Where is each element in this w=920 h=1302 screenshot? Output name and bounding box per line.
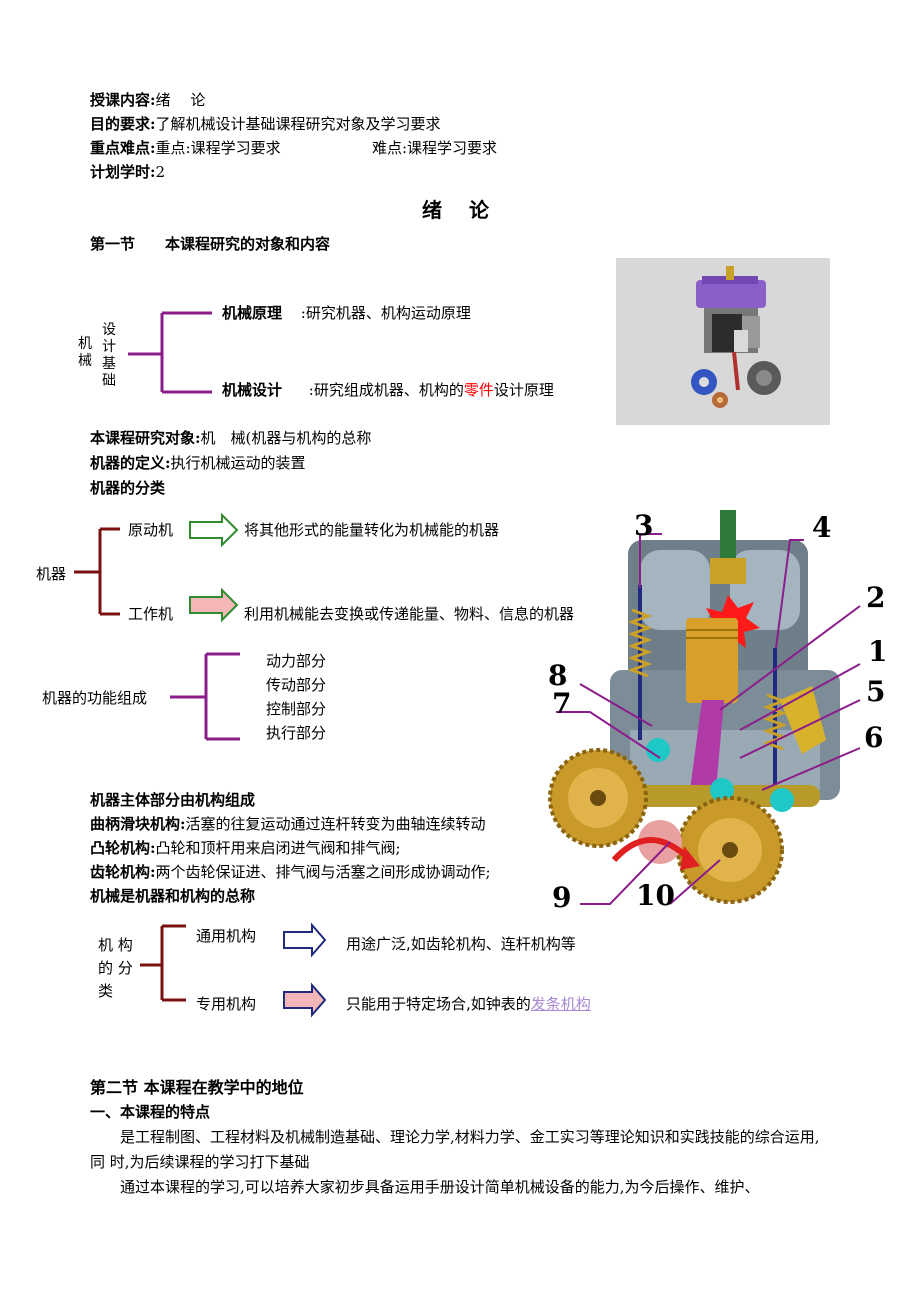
mech-crank-line: 曲柄滑块机构:活塞的往复运动通过连杆转变为曲轴连续转动 [90, 814, 486, 834]
object-label: 本课程研究对象: [90, 429, 201, 447]
machine-def-value: 执行机械运动的装置 [170, 454, 306, 472]
branch2-text-a: :研究组成机器、机构的 [308, 381, 464, 399]
machine-tree-prime-mover: 原动机 [128, 521, 174, 539]
key-label: 重点难点: [90, 139, 156, 157]
goal-label: 目的要求: [90, 115, 156, 133]
mech-tree-special: 专用机构 [196, 995, 257, 1013]
mech-crank-label: 曲柄滑块机构: [90, 815, 186, 833]
engine-label-9: 9 [552, 881, 572, 914]
branch1-label: 机械原理 [222, 304, 283, 322]
engine-label-3: 3 [634, 509, 654, 542]
function-item: 控制部分 [266, 700, 327, 718]
engine-label-8: 8 [548, 659, 568, 692]
engine-numbered-drawing [548, 510, 861, 905]
machine-class-heading: 机器的分类 [90, 479, 166, 497]
function-tree-root: 机器的功能组成 [42, 689, 148, 707]
mech-tree-root-2: 的 分 [98, 959, 133, 977]
content-label: 授课内容: [90, 91, 156, 109]
tree-root-col1: 机械 [78, 336, 92, 369]
tree-branch-mech-principle: 机械原理 :研究机器、机构运动原理 [222, 303, 471, 323]
mech-tree-root-1: 机 构 [98, 936, 133, 954]
mech-crank-value: 活塞的往复运动通过连杆转变为曲轴连续转动 [185, 815, 486, 833]
engine-label-6: 6 [864, 721, 884, 754]
mech-gear-label: 齿轮机构: [90, 863, 156, 881]
mech-tree-general: 通用机构 [196, 927, 257, 945]
branch1-text: :研究机器、机构运动原理 [300, 304, 471, 322]
key-value: 重点:课程学习要求 [155, 139, 281, 157]
function-item: 动力部分 [266, 652, 327, 670]
goal-line: 目的要求:了解机械设计基础课程研究对象及学习要求 [90, 114, 441, 134]
function-item: 传动部分 [266, 676, 327, 694]
mech-intro: 机器主体部分由机构组成 [90, 791, 256, 809]
machine-tree-work-machine: 工作机 [128, 605, 174, 623]
content-value: 绪 论 [155, 91, 206, 109]
engine-label-2: 2 [866, 581, 886, 614]
branch2-label: 机械设计 [222, 381, 283, 399]
tree-branch-mech-design: 机械设计 :研究组成机器、机构的零件设计原理 [222, 380, 554, 400]
engine-label-5: 5 [866, 675, 886, 708]
hours-label: 计划学时: [90, 163, 156, 181]
main-title: 绪 论 [422, 198, 489, 222]
mech-summary: 机械是机器和机构的总称 [90, 887, 256, 905]
object-value: 机 械(机器与机构的总称 [200, 429, 372, 447]
engine-label-10: 10 [636, 879, 675, 912]
engine-cutaway-image [616, 258, 830, 425]
object-line: 本课程研究对象:机 械(机器与机构的总称 [90, 428, 371, 448]
branch2-text-b: 设计原理 [493, 381, 554, 399]
section2-sub1: 一、本课程的特点 [90, 1103, 211, 1121]
mech-cam-line: 凸轮机构:凸轮和顶杆用来启闭进气阀和排气阀; [90, 838, 401, 858]
engine-label-1: 1 [868, 635, 888, 668]
hours-line: 计划学时:2 [90, 162, 165, 182]
branch2-text-red: 零件 [463, 381, 494, 399]
machine-tree-prime-mover-desc: 将其他形式的能量转化为机械能的机器 [244, 521, 500, 539]
content-line: 授课内容:绪 论 [90, 90, 205, 110]
engine-label-7: 7 [552, 687, 572, 720]
section2-title: 第二节 本课程在教学中的地位 [90, 1078, 304, 1097]
mech-gear-line: 齿轮机构:两个齿轮保证进、排气阀与活塞之间形成协调动作; [90, 862, 491, 882]
function-item: 执行部分 [266, 724, 327, 742]
spring-mechanism-link[interactable]: 发条机构 [530, 995, 591, 1013]
mech-cam-label: 凸轮机构: [90, 839, 156, 857]
machine-tree-work-machine-desc: 利用机械能去变换或传递能量、物料、信息的机器 [244, 605, 575, 623]
mech-tree-special-desc: 只能用于特定场合,如钟表的发条机构 [346, 994, 591, 1014]
section1-title: 第一节 本课程研究的对象和内容 [90, 235, 331, 253]
mech-tree-general-desc: 用途广泛,如齿轮机构、连杆机构等 [346, 935, 576, 953]
machine-tree-root: 机器 [36, 565, 67, 583]
difficult-value: 难点:课程学习要求 [372, 139, 498, 157]
engine-cutaway-drawing [691, 266, 781, 408]
section2-paragraph-1: 是工程制图、工程材料及机械制造基础、理论力学,材料力学、金工实习等理论知识和实践… [90, 1128, 820, 1171]
goal-value: 了解机械设计基础课程研究对象及学习要求 [155, 115, 441, 133]
mech-cam-value: 凸轮和顶杆用来启闭进气阀和排气阀; [155, 839, 401, 857]
special-desc-text: 只能用于特定场合,如钟表的 [346, 995, 531, 1013]
key-line: 重点难点:重点:课程学习要求 [90, 138, 281, 158]
machine-def-line: 机器的定义:执行机械运动的装置 [90, 453, 306, 473]
machine-def-label: 机器的定义: [90, 454, 171, 472]
tree-root-col2: 设计基础 [102, 322, 116, 389]
section2-paragraph-2: 通过本课程的学习,可以培养大家初步具备运用手册设计简单机械设备的能力,为今后操作… [120, 1178, 760, 1196]
mech-gear-value: 两个齿轮保证进、排气阀与活塞之间形成协调动作; [155, 863, 491, 881]
hours-value: 2 [155, 163, 166, 181]
engine-label-4: 4 [812, 511, 832, 544]
mech-tree-root-3: 类 [98, 982, 114, 1000]
